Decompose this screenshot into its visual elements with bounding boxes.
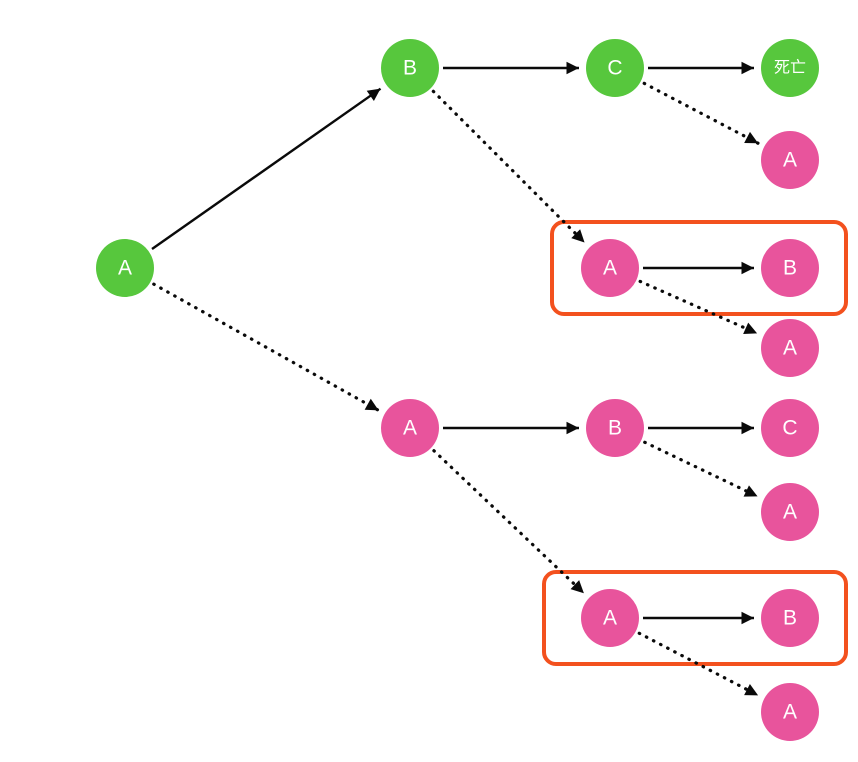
node-a-after-c: A [761,131,819,189]
node-circle-pink [586,399,644,457]
node-label: B [783,607,797,630]
node-label: A [783,701,797,724]
node-circle-pink [761,483,819,541]
node-circle-green [586,39,644,97]
node-circle-green [761,39,819,97]
edge-c-top-to-a-after-c-dotted [642,81,760,145]
node-b-mid: B [586,399,644,457]
node-label: C [782,417,797,440]
node-circle-pink [581,589,639,647]
node-a-bottom: A [761,683,819,741]
node-circle-pink [761,399,819,457]
node-b-box1: B [761,239,819,297]
node-circle-pink [761,589,819,647]
node-circle-pink [761,683,819,741]
node-label: A [783,337,797,360]
node-label: A [118,257,132,280]
node-label: A [603,257,617,280]
node-c-mid: C [761,399,819,457]
node-label: A [783,149,797,172]
node-b-top: B [381,39,439,97]
node-a-box1: A [581,239,639,297]
node-circle-green [381,39,439,97]
edge-b-top-to-a-box1-dotted [431,89,587,245]
node-label: C [607,57,622,80]
node-circle-pink [581,239,639,297]
edge-root-a-to-b-top-solid [151,87,382,251]
node-root-a: A [96,239,154,297]
node-circle-pink [381,399,439,457]
edge-a-box2-to-a-bottom-dotted [637,631,760,697]
node-circle-pink [761,319,819,377]
node-a-after-bmid: A [761,483,819,541]
node-label: A [783,501,797,524]
node-label: B [783,257,797,280]
node-label: A [603,607,617,630]
node-label: B [403,57,417,80]
edge-a-box1-to-a-below-box1-dotted [638,279,759,335]
node-a-below-box1: A [761,319,819,377]
node-label: A [403,417,417,440]
node-circle-pink [761,239,819,297]
node-c-top: C [586,39,644,97]
edge-b-mid-to-a-after-bmid-dotted [643,440,760,499]
edge-root-a-to-a-mid-dotted [152,282,381,412]
node-circle-green [96,239,154,297]
node-label: 死亡 [774,59,806,77]
edge-a-mid-to-a-box2-dotted [432,449,586,595]
node-b-box2: B [761,589,819,647]
node-a-box2: A [581,589,639,647]
node-label: B [608,417,622,440]
highlight-box-1 [550,220,848,316]
node-a-mid: A [381,399,439,457]
node-circle-pink [761,131,819,189]
node-death: 死亡 [761,39,819,97]
